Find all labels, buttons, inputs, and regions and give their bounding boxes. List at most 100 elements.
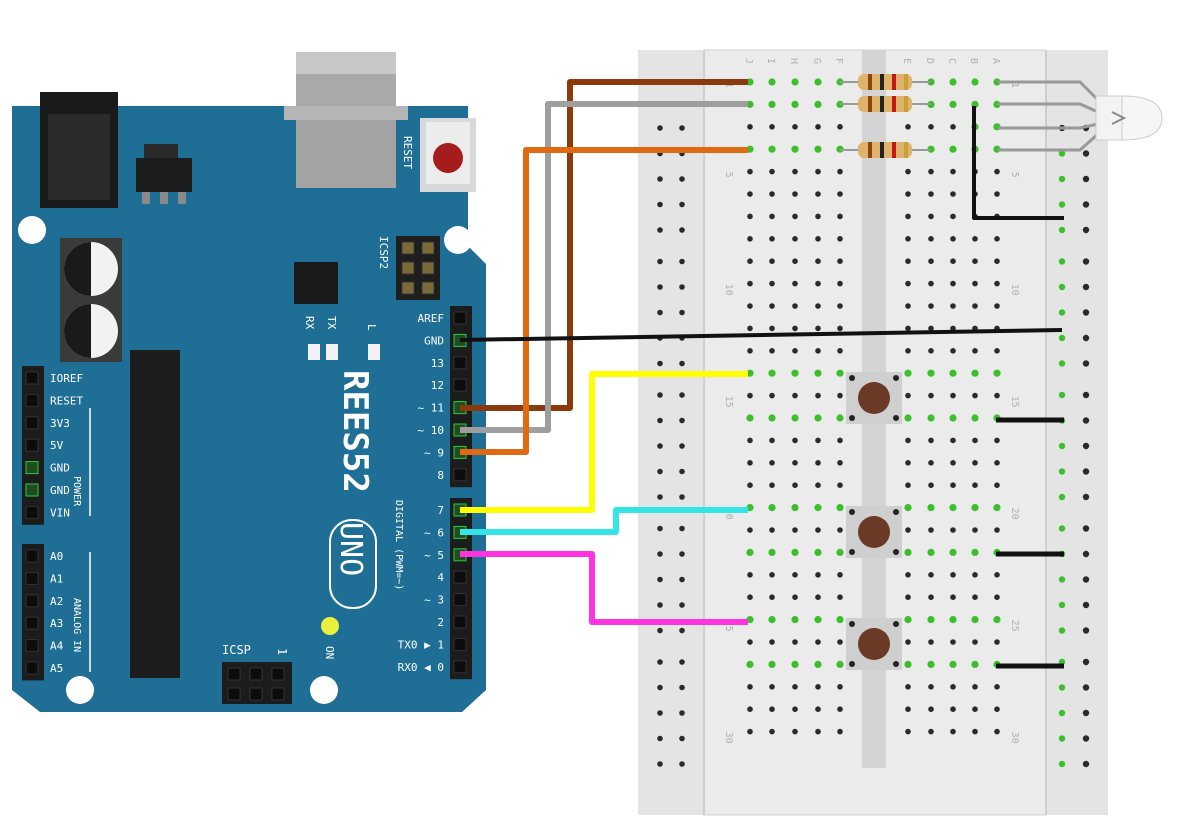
breadboard-hole: [905, 325, 911, 332]
resistor: [840, 96, 930, 112]
mounting-hole: [444, 226, 472, 254]
pin-label: IOREF: [50, 372, 83, 385]
breadboard-hole: [950, 706, 956, 712]
icsp2-pin: [421, 281, 435, 295]
header-pin[interactable]: [25, 616, 39, 630]
row-number: 1: [723, 82, 734, 88]
rail-hole: [1058, 576, 1066, 583]
header-pin[interactable]: [25, 483, 39, 497]
rail-hole: [1058, 201, 1066, 208]
reset-button[interactable]: [420, 118, 476, 192]
breadboard-hole: [993, 78, 1001, 86]
header-pin[interactable]: [25, 393, 39, 407]
breadboard-hole: [972, 280, 978, 287]
breadboard-hole: [769, 527, 775, 533]
wire-pin7: [460, 371, 748, 513]
wire-led-ground: [972, 106, 1064, 220]
breadboard-hole: [972, 594, 978, 600]
breadboard-hole: [904, 504, 912, 512]
brand-label: REES52: [335, 370, 375, 493]
breadboard-hole: [994, 303, 1000, 309]
header-pin[interactable]: [25, 416, 39, 430]
breadboard-hole: [928, 594, 934, 600]
rail-hole: [1082, 550, 1090, 558]
breadboard-hole: [928, 460, 934, 466]
pin-label: 13: [431, 357, 444, 370]
breadboard-hole: [950, 213, 956, 220]
breadboard-hole: [928, 684, 934, 690]
breadboard-hole: [950, 482, 956, 489]
header-pin[interactable]: [453, 311, 467, 325]
breadboard-hole: [747, 124, 753, 130]
header-pin[interactable]: [453, 660, 467, 674]
header-pin[interactable]: [453, 356, 467, 370]
header-pin[interactable]: [25, 438, 39, 452]
breadboard-hole: [791, 78, 799, 86]
breadboard-hole: [905, 728, 911, 735]
header-pin[interactable]: [25, 371, 39, 385]
icsp-pin: [227, 667, 241, 681]
rail-hole: [657, 360, 663, 367]
mounting-hole: [18, 216, 46, 244]
header-pin[interactable]: [453, 593, 467, 607]
breadboard-hole: [768, 548, 776, 557]
breadboard-hole: [950, 280, 956, 287]
breadboard-hole: [950, 124, 956, 130]
rail-hole: [1082, 334, 1090, 342]
breadboard-hole: [815, 572, 821, 578]
breadboard-hole: [746, 504, 754, 512]
push-button[interactable]: [846, 372, 902, 424]
push-button[interactable]: [846, 506, 902, 558]
header-pin[interactable]: [25, 461, 39, 475]
tx-label: TX: [325, 316, 338, 330]
rail-hole: [679, 761, 685, 767]
header-pin[interactable]: [25, 639, 39, 653]
column-letter: F: [833, 58, 844, 64]
breadboard-hole: [972, 706, 978, 712]
breadboard-hole: [792, 482, 798, 489]
breadboard-hole: [747, 258, 753, 265]
breadboard-hole: [837, 684, 843, 690]
header-pin[interactable]: [453, 468, 467, 482]
breadboard-hole: [972, 348, 978, 354]
breadboard-hole: [769, 594, 775, 600]
breadboard-hole: [769, 191, 775, 197]
push-button[interactable]: [846, 618, 902, 670]
header-pin[interactable]: [453, 615, 467, 629]
resistor: [840, 74, 930, 90]
breadboard-holes: [657, 78, 1090, 768]
breadboard-hole: [950, 684, 956, 690]
breadboard-hole: [792, 236, 798, 242]
breadboard-hole: [837, 460, 843, 466]
breadboard-hole: [747, 348, 753, 354]
header-pin[interactable]: [453, 378, 467, 392]
breadboard-hole: [905, 437, 911, 444]
breadboard-hole: [949, 78, 957, 86]
breadboard-hole: [792, 303, 798, 309]
header-pin[interactable]: [453, 637, 467, 651]
rail-hole: [1082, 658, 1090, 666]
header-pin[interactable]: [25, 594, 39, 608]
rail-hole: [1058, 334, 1066, 342]
breadboard-hole: [791, 660, 799, 669]
header-pin[interactable]: [25, 571, 39, 585]
header-pin[interactable]: [25, 661, 39, 675]
header-pin[interactable]: [25, 505, 39, 519]
reset-label: RESET: [401, 136, 414, 169]
pin-label: 3V3: [50, 417, 70, 430]
icsp2-pin: [421, 241, 435, 255]
breadboard-hole: [837, 325, 843, 332]
breadboard-hole: [837, 168, 843, 175]
breadboard-hole: [905, 527, 911, 533]
breadboard-hole: [927, 414, 935, 422]
rail-hole: [1082, 468, 1090, 475]
rail-hole: [679, 392, 685, 398]
breadboard-hole: [905, 303, 911, 309]
breadboard-hole: [905, 348, 911, 354]
header-pin[interactable]: [25, 549, 39, 563]
breadboard-hole: [814, 548, 822, 557]
column-letter: I: [765, 58, 776, 64]
breadboard-hole: [950, 437, 956, 444]
breadboard-hole: [815, 706, 821, 712]
header-pin[interactable]: [453, 570, 467, 584]
